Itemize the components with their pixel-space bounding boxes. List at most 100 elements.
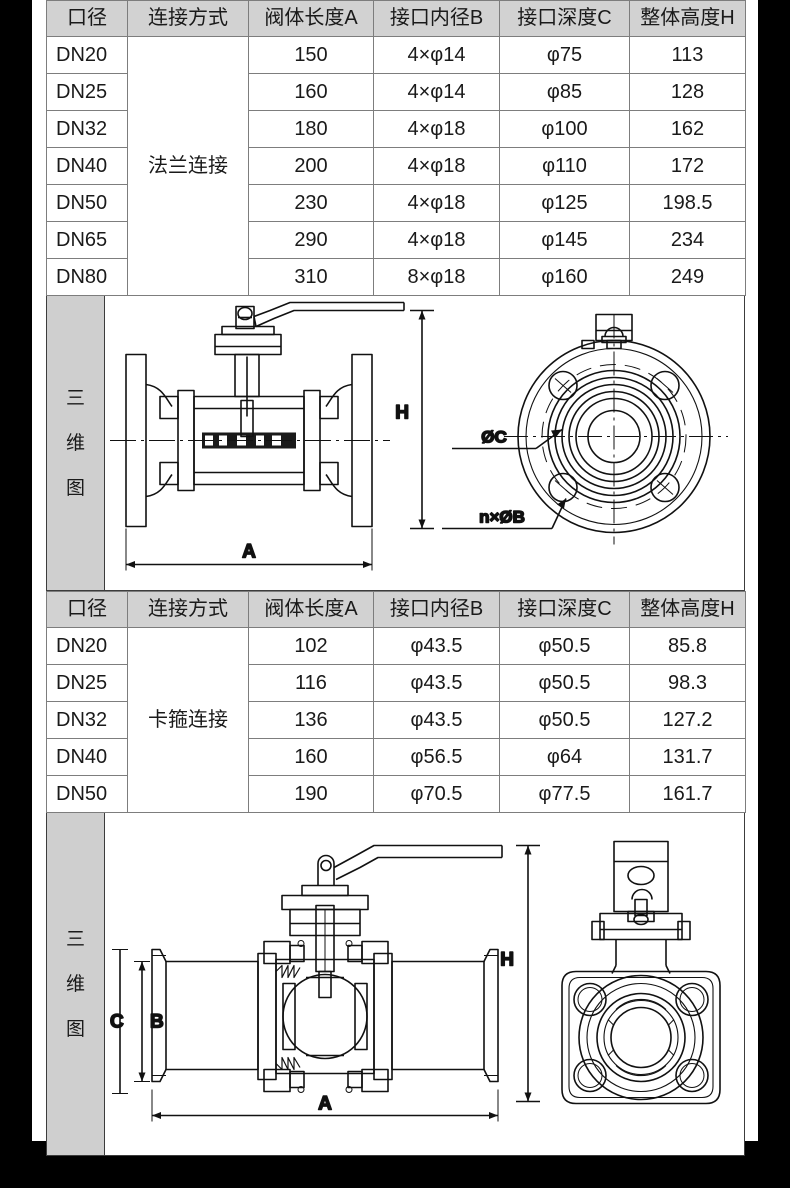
column-header-height-h: 整体高度H [629,0,746,37]
table-header-row: 口径 连接方式 阀体长度A 接口内径B 接口深度C 整体高度H [46,591,746,628]
cell-caliber: DN50 [46,184,128,222]
cell-caliber: DN25 [46,664,128,702]
dimension-h [516,844,540,1103]
column-header-body-length: 阀体长度A [248,0,374,37]
cell-depth-c: φ50.5 [499,664,630,702]
cell-bore-b: 4×φ14 [373,36,500,74]
cell-depth-c: φ50.5 [499,627,630,665]
dimension-label-c: C [110,1012,124,1033]
column-header-depth-c: 接口深度C [499,0,630,37]
table-row: DN20 法兰连接 150 4×φ14 φ75 113 [46,36,746,296]
cell-depth-c: φ77.5 [499,775,630,813]
cell-depth-c: φ85 [499,73,630,111]
cell-depth-c: φ125 [499,184,630,222]
cell-caliber: DN50 [46,775,128,813]
cell-body-length: 160 [248,738,374,776]
column-header-depth-c: 接口深度C [499,591,630,628]
cell-caliber: DN32 [46,110,128,148]
spec-table-clamp: 口径 连接方式 阀体长度A 接口内径B 接口深度C 整体高度H DN20 卡箍连… [46,591,746,813]
cell-height-h: 98.3 [629,664,746,702]
callout-label-bolt-holes: n×ØB [479,508,525,527]
cell-body-length: 200 [248,147,374,185]
table-row: DN25 160 4×φ14 φ85 128 [46,73,746,111]
cell-bore-b: 8×φ18 [373,258,500,296]
cell-height-h: 198.5 [629,184,746,222]
cell-depth-c: φ64 [499,738,630,776]
cell-bore-b: φ70.5 [373,775,500,813]
dimension-label-a: A [318,1094,332,1115]
callout-bore-diameter [452,428,563,450]
flange-valve-drawing: A H [110,301,728,571]
table-row: DN40 160 φ56.5 φ64 131.7 [46,738,746,776]
cell-height-h: 131.7 [629,738,746,776]
cell-body-length: 150 [248,36,374,74]
column-header-connection: 连接方式 [127,0,249,37]
label-char-1: 三 [65,387,85,409]
table-row: DN20 卡箍连接 102 φ43.5 φ50.5 85.8 [46,627,746,813]
clamp-valve-drawing: A B C H [109,840,721,1122]
table-row: DN40 200 4×φ18 φ110 172 [46,147,746,185]
cell-caliber: DN25 [46,73,128,111]
side-section-view [110,301,405,571]
clamp-section-view [112,844,503,1122]
cell-height-h: 127.2 [629,701,746,739]
dimension-h [410,309,434,530]
cell-depth-c: φ110 [499,147,630,185]
drawing-canvas-flange: A H [104,296,744,590]
square-flange-face-view [561,840,721,1105]
label-char-3: 图 [65,477,85,499]
table-row: DN32 136 φ43.5 φ50.5 127.2 [46,701,746,739]
content-column: 口径 连接方式 阀体长度A 接口内径B 接口深度C 整体高度H DN20 法兰连… [46,0,746,1156]
cell-bore-b: 4×φ18 [373,221,500,259]
cell-body-length: 160 [248,73,374,111]
cell-body-length: 116 [248,664,374,702]
dimension-label-a: A [242,542,256,563]
cell-height-h: 113 [629,36,746,74]
cell-height-h: 234 [629,221,746,259]
callout-bolt-holes [442,498,567,530]
drawing-label-3d-view: 三 维 图 [47,296,105,590]
cell-caliber: DN80 [46,258,128,296]
drawing-label-3d-view: 三 维 图 [47,813,105,1155]
cell-depth-c: φ145 [499,221,630,259]
cell-caliber: DN20 [46,36,128,74]
cell-height-h: 172 [629,147,746,185]
spec-table-flange: 口径 连接方式 阀体长度A 接口内径B 接口深度C 整体高度H DN20 法兰连… [46,0,746,296]
cell-caliber: DN20 [46,627,128,665]
drawing-canvas-clamp: A B C H [104,813,744,1155]
column-header-bore-b: 接口内径B [373,0,500,37]
cell-caliber: DN32 [46,701,128,739]
cell-caliber: DN40 [46,147,128,185]
cell-body-length: 310 [248,258,374,296]
dimension-label-h: H [500,950,514,971]
dimension-c [112,949,128,1094]
flange-face-view [504,313,728,545]
cell-bore-b: φ43.5 [373,701,500,739]
cell-body-length: 230 [248,184,374,222]
table-row: DN65 290 4×φ18 φ145 234 [46,221,746,259]
cell-depth-c: φ160 [499,258,630,296]
dimension-label-h: H [395,403,409,424]
table-header-row: 口径 连接方式 阀体长度A 接口内径B 接口深度C 整体高度H [46,0,746,37]
column-header-bore-b: 接口内径B [373,591,500,628]
cell-height-h: 162 [629,110,746,148]
column-header-connection: 连接方式 [127,591,249,628]
table-row: DN80 310 8×φ18 φ160 249 [46,258,746,296]
cell-depth-c: φ75 [499,36,630,74]
label-char-3: 图 [65,1018,85,1040]
cell-body-length: 180 [248,110,374,148]
dimension-a [151,1089,499,1122]
cell-height-h: 161.7 [629,775,746,813]
dimension-label-b: B [150,1012,164,1033]
dimension-b [134,961,150,1082]
cell-connection-type: 卡箍连接 [127,627,249,813]
cell-body-length: 290 [248,221,374,259]
column-header-body-length: 阀体长度A [248,591,374,628]
cell-height-h: 85.8 [629,627,746,665]
table-row: DN50 230 4×φ18 φ125 198.5 [46,184,746,222]
cell-bore-b: 4×φ18 [373,110,500,148]
dimension-a [125,528,373,571]
cell-bore-b: 4×φ18 [373,147,500,185]
cell-caliber: DN40 [46,738,128,776]
cell-bore-b: φ56.5 [373,738,500,776]
